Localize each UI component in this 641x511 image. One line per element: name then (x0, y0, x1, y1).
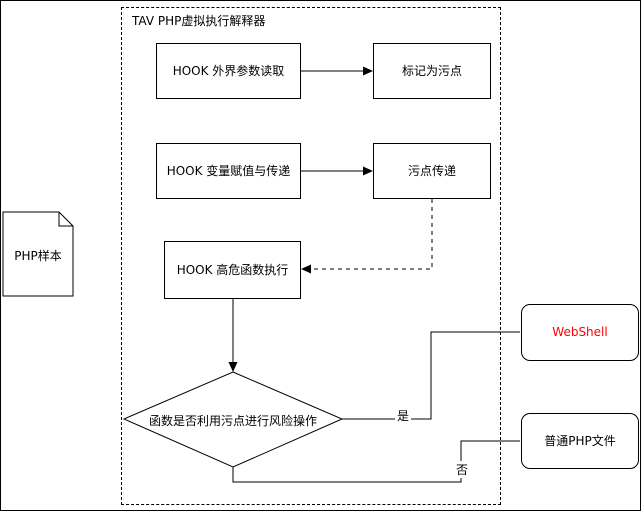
container-title: TAV PHP虚拟执行解释器 (132, 14, 266, 28)
edge-label-no: 否 (454, 461, 471, 478)
node-webshell-label: WebShell (552, 325, 608, 339)
node-hook-var-assign-label: HOOK 变量赋值与传递 (166, 163, 291, 178)
virtual-interpreter-container: TAV PHP虚拟执行解释器 (121, 7, 501, 505)
node-normal-php-file-label: 普通PHP文件 (544, 433, 616, 448)
node-webshell: WebShell (521, 304, 639, 361)
node-hook-var-assign: HOOK 变量赋值与传递 (156, 143, 301, 199)
node-hook-dangerous-func-label: HOOK 高危函数执行 (176, 262, 289, 277)
node-hook-param-read: HOOK 外界参数读取 (156, 43, 301, 99)
php-sample-label: PHP样本 (14, 249, 62, 263)
node-mark-as-taint-label: 标记为污点 (401, 63, 462, 78)
edge-label-yes: 是 (395, 407, 412, 424)
node-taint-propagation-label: 污点传递 (407, 163, 456, 178)
node-taint-propagation: 污点传递 (373, 143, 491, 199)
node-hook-param-read-label: HOOK 外界参数读取 (172, 63, 285, 78)
node-normal-php-file: 普通PHP文件 (521, 413, 639, 469)
node-hook-dangerous-func: HOOK 高危函数执行 (164, 241, 301, 299)
node-mark-as-taint: 标记为污点 (373, 43, 491, 99)
decision-label: 函数是否利用污点进行风险操作 (148, 414, 317, 428)
